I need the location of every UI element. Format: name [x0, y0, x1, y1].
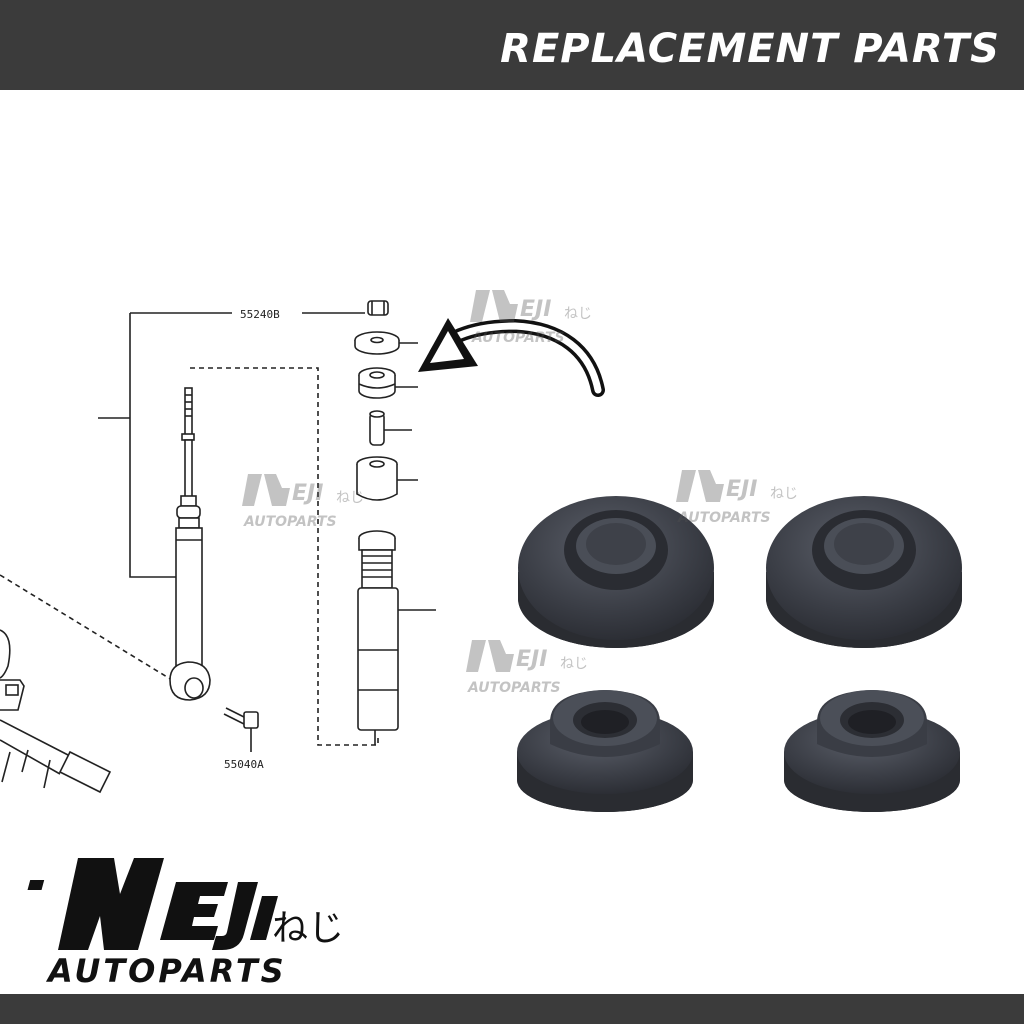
brand-kana: ねじ: [272, 908, 344, 949]
svg-text:ねじ: ねじ: [770, 486, 798, 502]
bushing-large-right: [766, 496, 962, 648]
svg-text:EJI: EJI: [516, 647, 547, 672]
watermark-logo: EJI ねじ AUTOPARTS: [466, 640, 588, 696]
svg-text:ねじ: ねじ: [564, 306, 592, 322]
svg-text:EJI: EJI: [292, 481, 323, 506]
watermark-logo: EJI ねじ AUTOPARTS: [676, 470, 798, 526]
svg-text:AUTOPARTS: AUTOPARTS: [243, 514, 337, 530]
svg-text:EJI: EJI: [726, 477, 757, 502]
bushing-large-left: [518, 496, 714, 648]
bushing-small-right: [784, 690, 960, 812]
diagram-label-55240b: 55240B: [240, 308, 280, 321]
svg-text:AUTOPARTS: AUTOPARTS: [677, 510, 771, 526]
page-title: REPLACEMENT PARTS: [500, 26, 1000, 72]
svg-text:ねじ: ねじ: [560, 656, 588, 672]
footer-bar: [0, 994, 1024, 1024]
bushing-small-left: [517, 690, 693, 812]
svg-text:ねじ: ねじ: [336, 490, 364, 506]
watermark-logo: EJI ねじ AUTOPARTS: [242, 474, 364, 530]
exploded-diagram: [0, 300, 436, 794]
curved-arrow-icon: [418, 318, 605, 397]
svg-text:AUTOPARTS: AUTOPARTS: [467, 680, 561, 696]
neji-logo: ねじ AUTOPARTS: [27, 858, 344, 990]
header-bar: REPLACEMENT PARTS: [0, 0, 1024, 90]
svg-text:AUTOPARTS: AUTOPARTS: [471, 330, 565, 346]
watermark-logo: EJI ねじ AUTOPARTS: [470, 290, 592, 346]
brand-tagline: AUTOPARTS: [45, 952, 287, 990]
svg-text:EJI: EJI: [520, 297, 551, 322]
diagram-label-55040a: 55040A: [224, 758, 264, 771]
